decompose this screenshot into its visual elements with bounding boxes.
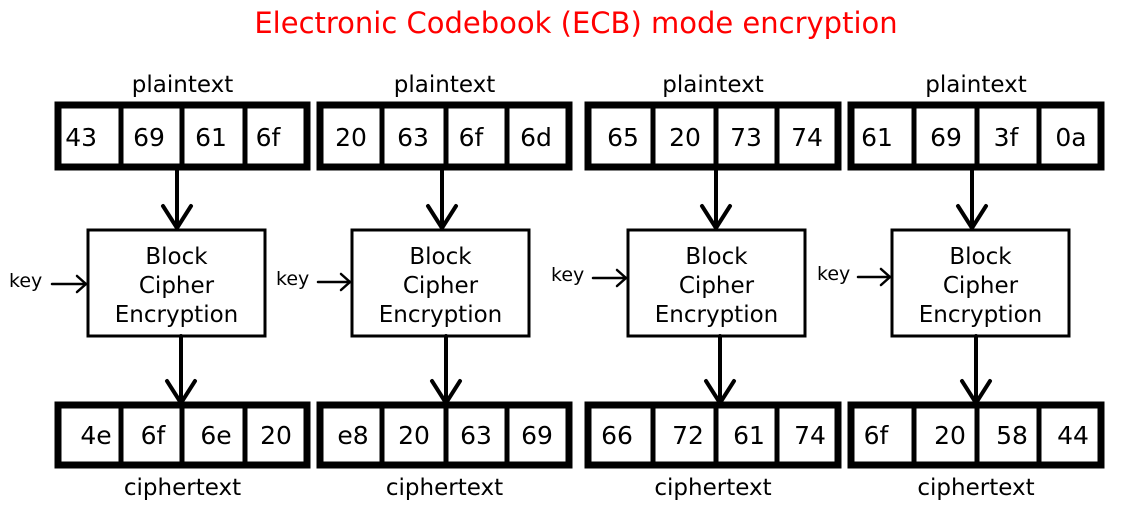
plaintext-byte: 74: [791, 123, 823, 152]
plaintext-label: plaintext: [925, 72, 1026, 98]
block-cipher-text: Cipher: [679, 273, 755, 299]
plaintext-byte: 69: [133, 123, 165, 152]
diagram-title: Electronic Codebook (ECB) mode encryptio…: [254, 6, 897, 40]
plaintext-byte: 3f: [994, 123, 1020, 152]
plaintext-byte: 63: [397, 123, 429, 152]
block-cipher-text: Block: [685, 244, 748, 270]
plaintext-byte: 20: [669, 123, 701, 152]
ciphertext-byte: 63: [460, 421, 492, 450]
ciphertext-block: 6f 20 58 44: [847, 401, 1105, 469]
down-arrow: [161, 168, 193, 230]
key-label: key: [276, 268, 309, 290]
ciphertext-byte: 44: [1057, 421, 1089, 450]
ciphertext-label: ciphertext: [386, 475, 503, 501]
ciphertext-label: ciphertext: [917, 475, 1034, 501]
block-cipher-text: Block: [949, 244, 1012, 270]
block-cipher-text: Cipher: [943, 273, 1019, 299]
ciphertext-byte: 61: [733, 421, 765, 450]
block-cipher-text: Encryption: [115, 302, 238, 328]
block-cipher-text: Encryption: [655, 302, 778, 328]
block-cipher-text: Encryption: [379, 302, 502, 328]
ciphertext-block: 66 72 61 74: [584, 401, 842, 469]
plaintext-label: plaintext: [662, 72, 763, 98]
down-arrow: [704, 334, 736, 405]
ciphertext-byte: 4e: [80, 421, 111, 450]
down-arrow: [960, 334, 992, 405]
plaintext-label: plaintext: [132, 72, 233, 98]
ciphertext-block: e8 20 63 69: [316, 401, 573, 469]
plaintext-block: 20 63 6f 6d: [316, 101, 573, 171]
down-arrow: [956, 168, 988, 230]
down-arrow: [700, 168, 732, 230]
ciphertext-block: 4e 6f 6e 20: [54, 401, 311, 469]
ciphertext-byte: 20: [934, 421, 966, 450]
plaintext-byte: 73: [730, 123, 762, 152]
block-cipher-text: Block: [409, 244, 472, 270]
key-arrow: [50, 274, 88, 294]
ciphertext-byte: 58: [996, 421, 1028, 450]
down-arrow: [430, 334, 462, 405]
down-arrow: [426, 168, 458, 230]
key-arrow: [316, 272, 352, 292]
key-arrow: [856, 267, 892, 287]
plaintext-block: 43 69 61 6f: [54, 101, 311, 171]
block-cipher-text: Encryption: [919, 302, 1042, 328]
plaintext-byte: 69: [930, 123, 962, 152]
ciphertext-byte: e8: [337, 421, 368, 450]
key-label: key: [817, 263, 850, 285]
key-arrow: [591, 268, 628, 288]
ciphertext-byte: 6f: [141, 421, 167, 450]
ciphertext-byte: 72: [672, 421, 704, 450]
ciphertext-byte: 6f: [864, 421, 890, 450]
block-cipher-text: Cipher: [139, 273, 215, 299]
plaintext-block: 65 20 73 74: [584, 101, 842, 171]
ciphertext-byte: 74: [794, 421, 826, 450]
down-arrow: [165, 334, 197, 405]
plaintext-byte: 61: [195, 123, 227, 152]
ciphertext-byte: 6e: [200, 421, 231, 450]
ciphertext-byte: 66: [601, 421, 633, 450]
plaintext-byte: 6f: [459, 123, 485, 152]
plaintext-byte: 6f: [256, 123, 282, 152]
plaintext-block: 61 69 3f 0a: [847, 101, 1105, 171]
plaintext-byte: 0a: [1055, 123, 1086, 152]
plaintext-byte: 65: [607, 123, 639, 152]
ciphertext-byte: 20: [260, 421, 292, 450]
plaintext-byte: 43: [65, 123, 97, 152]
ciphertext-byte: 20: [398, 421, 430, 450]
plaintext-label: plaintext: [394, 72, 495, 98]
ciphertext-byte: 69: [521, 421, 553, 450]
key-label: key: [551, 264, 584, 286]
block-cipher-text: Cipher: [403, 273, 479, 299]
plaintext-byte: 20: [335, 123, 367, 152]
plaintext-byte: 61: [861, 123, 893, 152]
plaintext-frame: [584, 101, 842, 171]
key-label: key: [9, 270, 42, 292]
ciphertext-frame: [584, 401, 842, 469]
ciphertext-label: ciphertext: [124, 475, 241, 501]
ciphertext-label: ciphertext: [654, 475, 771, 501]
plaintext-byte: 6d: [520, 123, 552, 152]
block-cipher-text: Block: [145, 244, 208, 270]
